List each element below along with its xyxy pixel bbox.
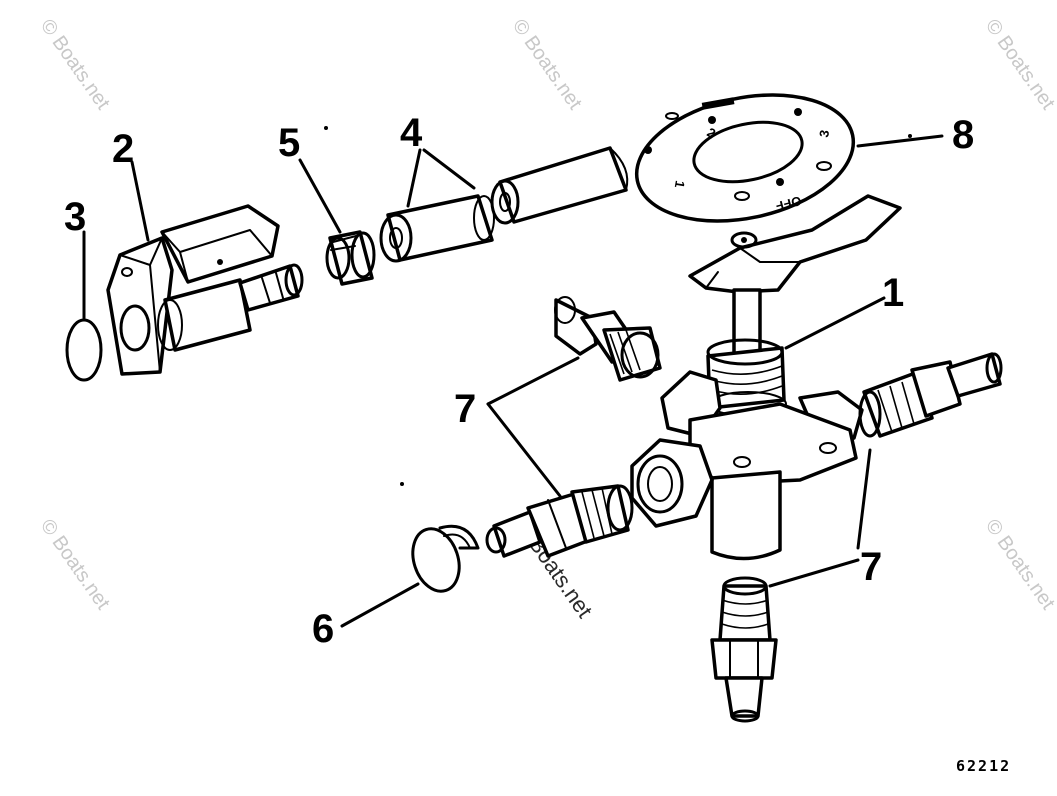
valve-handle-part <box>688 194 902 364</box>
callout-7-right: 7 <box>860 545 882 589</box>
fuel-valve-body-part <box>630 338 864 561</box>
leader-lines <box>82 134 944 628</box>
callout-2: 2 <box>112 127 134 171</box>
callout-1: 1 <box>882 271 904 315</box>
fuel-connector-part <box>106 204 304 376</box>
fitting-top-part <box>554 296 662 382</box>
callout-group: 1 2 3 4 5 6 7 7 8 <box>64 111 974 651</box>
callout-5: 5 <box>278 121 300 165</box>
watermark-bottom-right: © Boats.net <box>981 515 1057 614</box>
callout-8: 8 <box>952 113 974 157</box>
dial-plate-part: OFF 1 2 3 <box>634 93 856 223</box>
fuel-hose-part <box>379 146 629 263</box>
callout-7-left: 7 <box>454 387 476 431</box>
fitting-bottom-part <box>710 576 778 723</box>
hose-clamp-part <box>325 230 376 286</box>
callout-3: 3 <box>64 195 86 239</box>
fitting-left-part <box>485 484 634 558</box>
dial-mark-off: OFF <box>774 193 803 214</box>
watermark-bottom-left: © Boats.net <box>36 515 114 614</box>
callout-4: 4 <box>400 111 423 155</box>
dial-mark-1: 1 <box>672 179 688 189</box>
reference-number: 62212 <box>956 757 1011 775</box>
spring-clip-part <box>411 524 480 593</box>
o-ring-part <box>65 318 103 382</box>
dial-mark-3: 3 <box>816 129 832 139</box>
fitting-right-part <box>858 352 1003 438</box>
callout-6: 6 <box>312 607 334 651</box>
watermark-top-left: © Boats.net <box>36 15 114 114</box>
watermark-top-center: © Boats.net <box>508 15 586 114</box>
watermark-top-right: © Boats.net <box>981 15 1057 114</box>
